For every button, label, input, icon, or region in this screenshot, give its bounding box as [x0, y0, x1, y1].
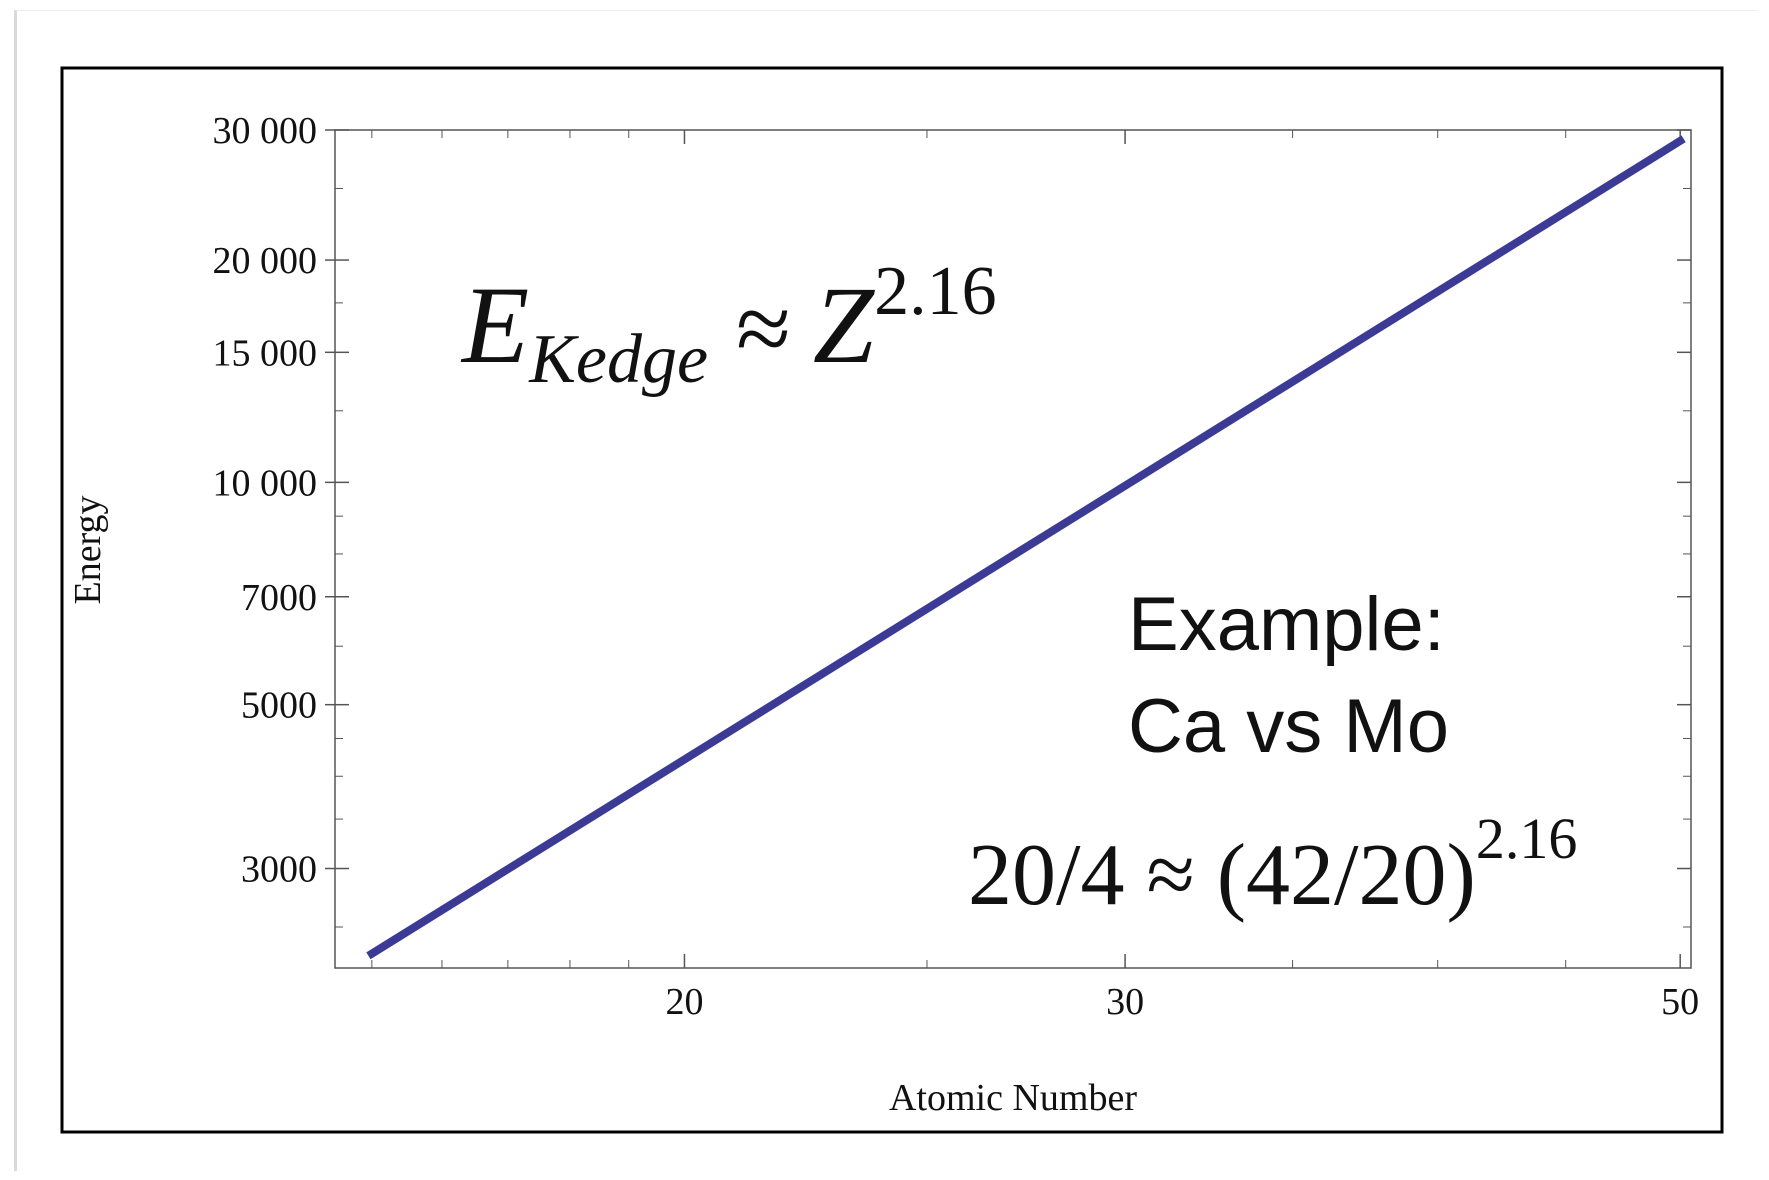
formula-exponent: 2.16 — [874, 253, 997, 330]
formula-e: E — [460, 264, 529, 386]
y-tick-label: 7000 — [241, 577, 317, 619]
y-tick-label: 30 000 — [213, 110, 318, 152]
y-tick-label: 20 000 — [213, 240, 318, 282]
x-tick-label: 30 — [1106, 981, 1144, 1023]
y-tick-label: 15 000 — [213, 332, 318, 374]
chart-outer-frame — [60, 66, 1724, 1134]
y-tick-label: 3000 — [241, 849, 317, 891]
formula-z: Z — [813, 264, 876, 386]
y-tick-label: 10 000 — [213, 462, 318, 504]
ratio-main: 20/4 ≈ (42/20) — [968, 827, 1476, 924]
formula-annotation: EKedge ≈Z2.16 — [460, 253, 997, 398]
axis-tick-labels: 20 30 50 3000 5000 7000 10 000 15 000 20 000 30 0… — [213, 110, 1700, 1023]
x-tick-label: 20 — [665, 981, 703, 1023]
formula-subscript: Kedge — [528, 321, 708, 398]
plot-area — [334, 129, 1692, 969]
example-label: Example: — [1128, 582, 1445, 667]
y-axis-title: Energy — [67, 495, 109, 604]
example-elements: Ca vs Mo — [1128, 684, 1449, 769]
x-tick-label: 50 — [1661, 981, 1699, 1023]
series-lines — [366, 135, 1686, 960]
formula-approx: ≈ — [736, 273, 791, 384]
series-line — [366, 135, 1686, 960]
y-tick-label: 5000 — [241, 685, 317, 727]
x-axis-title: Atomic Number — [889, 1077, 1137, 1119]
ratio-annotation: 20/4 ≈ (42/20)2.16 — [968, 806, 1577, 924]
axis-ticks — [325, 129, 1691, 968]
ratio-exponent: 2.16 — [1476, 806, 1578, 871]
